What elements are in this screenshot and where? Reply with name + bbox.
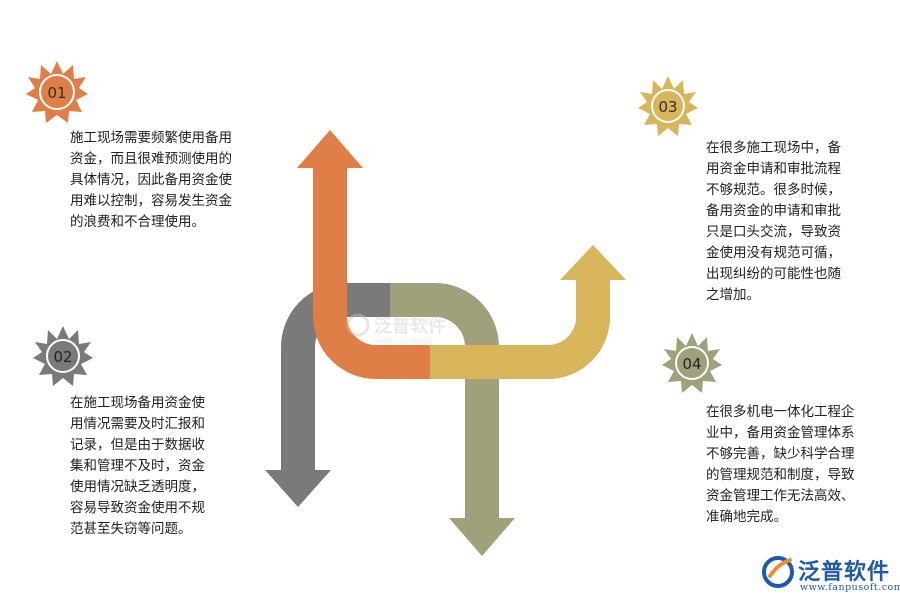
fanpu-logo-icon <box>762 556 794 588</box>
item-04-text: 在很多机电一体化工程企 业中，备用资金管理体系 不够完善，缺少科学合理 的管理规… <box>706 404 855 525</box>
badge-03: 03 <box>638 76 698 136</box>
gold-arrow <box>430 245 626 379</box>
badge-01: 01 <box>26 61 88 123</box>
watermark-logo-icon <box>346 313 370 337</box>
watermark: 泛普软件 FANPU SOFTWARE <box>346 313 446 345</box>
badge-03-number: 03 <box>658 98 677 116</box>
orange-arrow <box>297 130 430 379</box>
badge-04: 04 <box>662 333 722 393</box>
footer-url: www.fanpusoft.com <box>800 582 900 593</box>
item-02-text: 在施工现场备用资金使 用情况需要及时汇报和 记录，但是由于数据收 集和管理不及时… <box>70 395 205 537</box>
badge-04-number: 04 <box>682 355 701 373</box>
badge-01-number: 01 <box>47 84 66 102</box>
olive-arrow <box>390 283 515 556</box>
watermark-sub: FANPU SOFTWARE <box>373 337 432 345</box>
watermark-brand: 泛普软件 <box>374 315 446 337</box>
footer-brand: 泛普软件 <box>798 560 891 585</box>
footer-logo: 泛普软件 www.fanpusoft.com <box>760 552 900 596</box>
badge-02: 02 <box>33 326 93 386</box>
badge-02-number: 02 <box>53 348 72 366</box>
item-01-text: 施工现场需要频繁使用备用 资金，而且很难预测使用的 具体情况，因此备用资金使 用… <box>70 130 232 230</box>
item-03-text: 在很多施工现场中，备 用资金申请和审批流程 不够规范。很多时候， 备用资金的申请… <box>706 140 841 303</box>
